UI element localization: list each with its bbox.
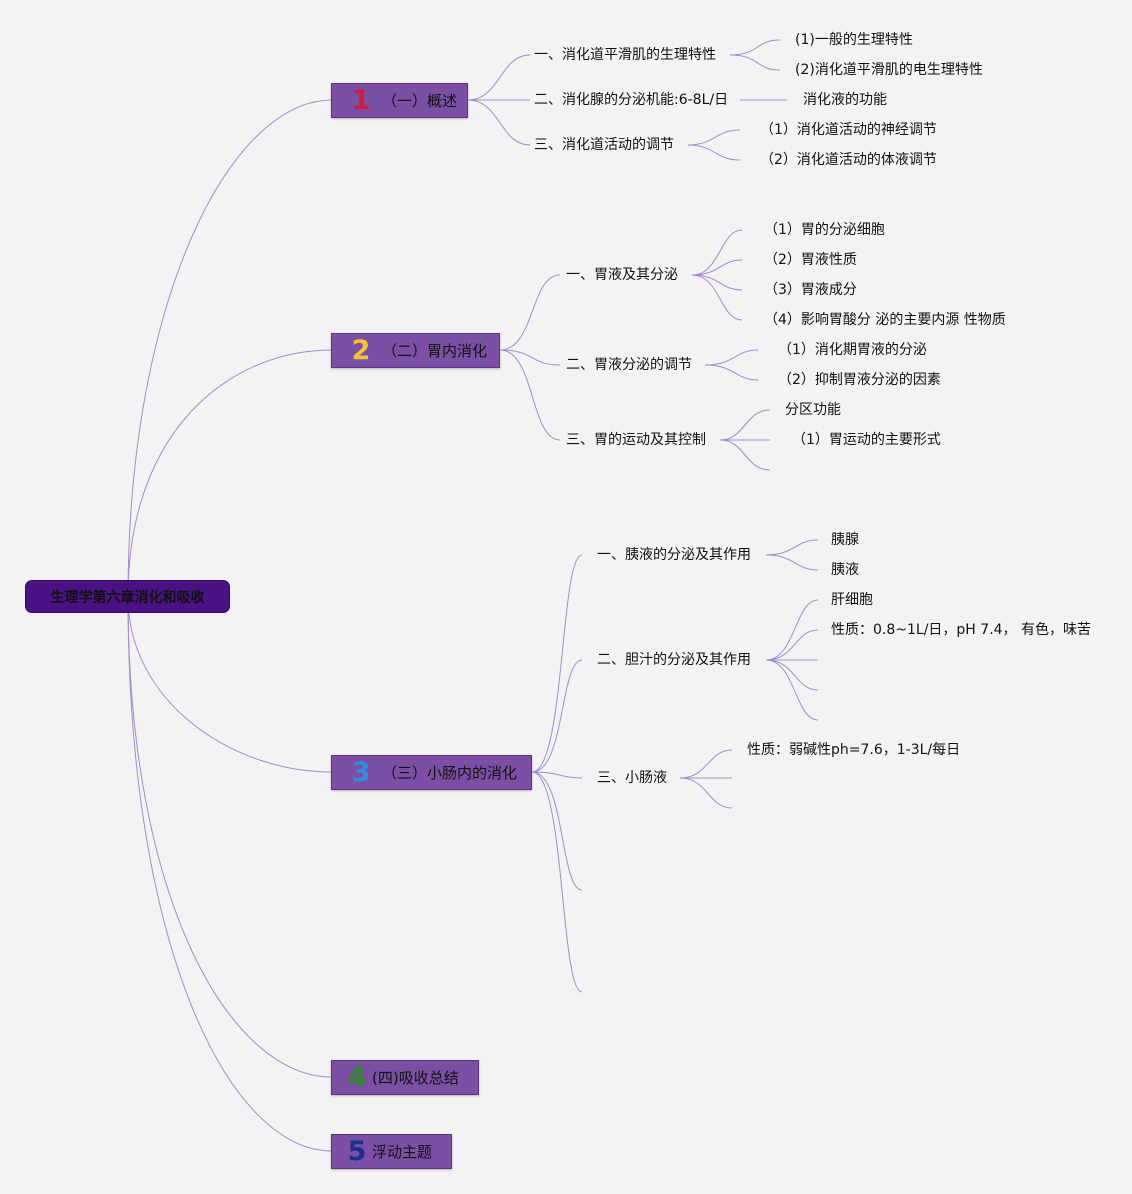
topic-floating[interactable]: 5 浮动主题 [331,1134,452,1169]
number-3-icon: 3 [351,757,371,788]
subtopic-smooth-muscle[interactable]: 一、消化道平滑肌的生理特性 [534,47,716,63]
topic-label: （二）胃内消化 [382,342,488,360]
topic-label: （一）概述 [382,92,458,110]
topic-label: (四)吸收总结 [372,1069,459,1087]
leaf-inhibiting-factors[interactable]: （2）抑制胃液分泌的因素 [778,372,941,388]
topic-label: 浮动主题 [372,1143,433,1161]
subtopic-secretion-regulation[interactable]: 二、胃液分泌的调节 [566,357,692,373]
leaf-motility-forms[interactable]: （1）胃运动的主要形式 [792,432,941,448]
leaf-intestinal-properties[interactable]: 性质：弱碱性ph=7.6，1-3L/每日 [747,742,961,758]
topic-small-intestine[interactable]: 3 （三）小肠内的消化 [331,755,532,790]
subtopic-pancreatic-juice[interactable]: 一、胰液的分泌及其作用 [597,547,751,563]
number-4-icon: 4 [347,1062,367,1093]
subtopic-intestinal-juice[interactable]: 三、小肠液 [597,770,667,786]
topic-overview[interactable]: 1 （一）概述 [331,83,468,118]
leaf-neural-regulation[interactable]: （1）消化道活动的神经调节 [760,122,937,138]
subtopic-regulation[interactable]: 三、消化道活动的调节 [534,137,674,153]
leaf-electrophysiology[interactable]: (2)消化道平滑肌的电生理特性 [795,62,983,78]
leaf-juice-properties[interactable]: （2）胃液性质 [764,252,857,268]
leaf-digestive-phase[interactable]: （1）消化期胃液的分泌 [778,342,927,358]
leaf-digestive-juice-function[interactable]: 消化液的功能 [803,92,887,108]
number-1-icon: 1 [351,85,371,116]
subtopic-gland-secretion[interactable]: 二、消化腺的分泌机能:6-8L/日 [534,92,729,108]
leaf-humoral-regulation[interactable]: （2）消化道活动的体液调节 [760,152,937,168]
topic-gastric-digestion[interactable]: 2 （二）胃内消化 [331,333,500,368]
leaf-pancreatic-juice[interactable]: 胰液 [831,562,859,578]
topic-label: （三）小肠内的消化 [382,764,518,782]
subtopic-bile[interactable]: 二、胆汁的分泌及其作用 [597,652,751,668]
leaf-regional-function[interactable]: 分区功能 [785,402,841,418]
leaf-liver-cells[interactable]: 肝细胞 [831,592,873,608]
topic-absorption-summary[interactable]: 4 (四)吸收总结 [331,1060,479,1095]
number-5-icon: 5 [347,1136,367,1167]
leaf-pancreas[interactable]: 胰腺 [831,532,859,548]
number-2-icon: 2 [351,335,371,366]
subtopic-gastric-juice[interactable]: 一、胃液及其分泌 [566,267,678,283]
leaf-secretory-cells[interactable]: （1）胃的分泌细胞 [764,222,885,238]
leaf-bile-properties[interactable]: 性质：0.8~1L/日，pH 7.4， 有色，味苦 [831,622,1091,638]
leaf-acid-factors[interactable]: （4）影响胃酸分 泌的主要内源 性物质 [764,312,1006,328]
leaf-juice-components[interactable]: （3）胃液成分 [764,282,857,298]
subtopic-gastric-motility[interactable]: 三、胃的运动及其控制 [566,432,706,448]
leaf-general-properties[interactable]: (1)一般的生理特性 [795,32,913,48]
root-topic[interactable]: 生理学第六章消化和吸收 [25,580,230,613]
